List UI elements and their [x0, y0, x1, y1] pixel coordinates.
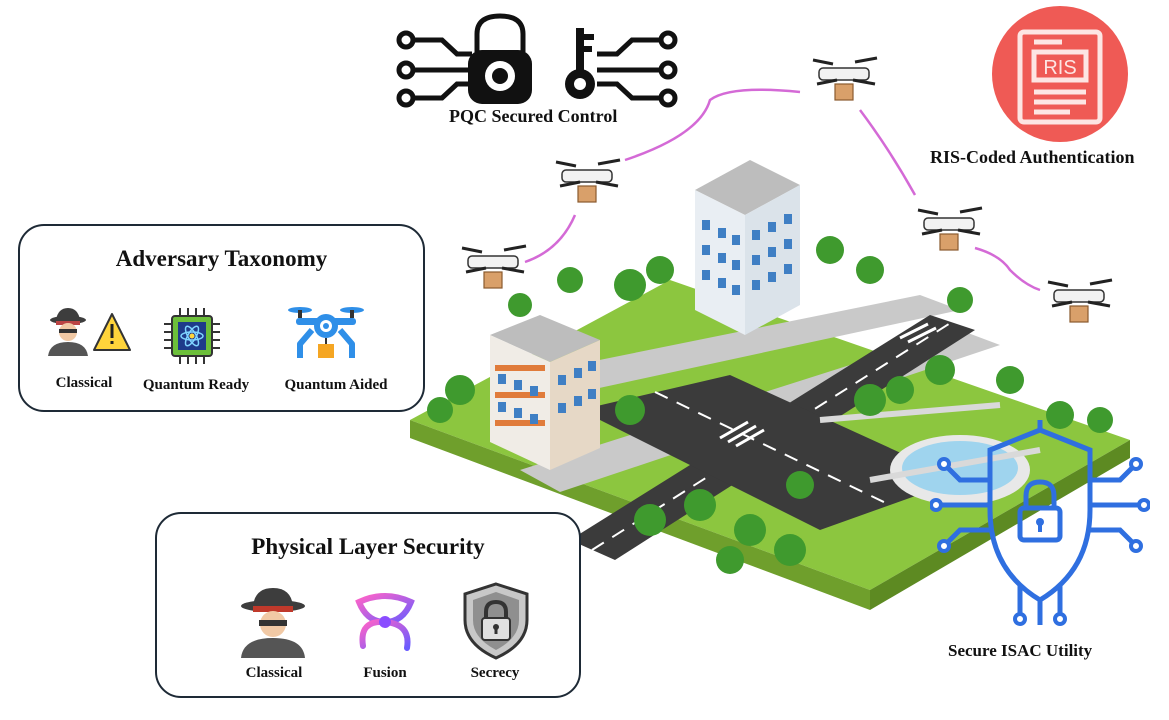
drone-2: [555, 158, 621, 203]
spy-warning-icon: [48, 308, 131, 356]
cross-road: [580, 375, 960, 530]
adversary-item-quantum-aided-label: Quantum Aided: [284, 377, 388, 393]
adversary-item-classical-label: Classical: [55, 375, 113, 391]
drone-icon: [288, 307, 364, 358]
ris-document-icon: RIS: [992, 6, 1128, 142]
city-scene: [410, 160, 1130, 610]
pqc-circuit-lock-icon: [396, 13, 678, 108]
physical-layer-security-title: Physical Layer Security: [251, 534, 485, 559]
shield-lock-icon: [463, 582, 529, 660]
isac-label: Secure ISAC Utility: [948, 641, 1093, 660]
physical-item-classical-label: Classical: [245, 665, 303, 681]
quantum-chip-icon: [164, 308, 220, 364]
adversary-taxonomy-title: Adversary Taxonomy: [115, 246, 328, 271]
physical-layer-security-panel: Physical Layer Security Classical Fusion…: [155, 512, 581, 698]
drone-3: [812, 56, 878, 101]
adversary-item-quantum-ready-label: Quantum Ready: [142, 377, 250, 393]
fusion-icon: [355, 593, 415, 651]
drone-4: [917, 206, 983, 251]
physical-item-secrecy-label: Secrecy: [470, 665, 520, 681]
ris-badge: RIS: [1043, 57, 1076, 79]
adversary-taxonomy-panel: Adversary Taxonomy Classical Quantum Rea…: [18, 224, 425, 412]
tall-building: [695, 160, 800, 335]
pqc-label: PQC Secured Control: [449, 106, 618, 126]
physical-item-fusion-label: Fusion: [363, 665, 407, 681]
drone-5: [1047, 278, 1113, 323]
spy-icon: [241, 588, 305, 658]
ris-label: RIS-Coded Authentication: [930, 147, 1135, 167]
drone-1: [461, 244, 527, 289]
small-building: [490, 315, 600, 470]
isac-shield-circuit-icon: [930, 420, 1150, 626]
